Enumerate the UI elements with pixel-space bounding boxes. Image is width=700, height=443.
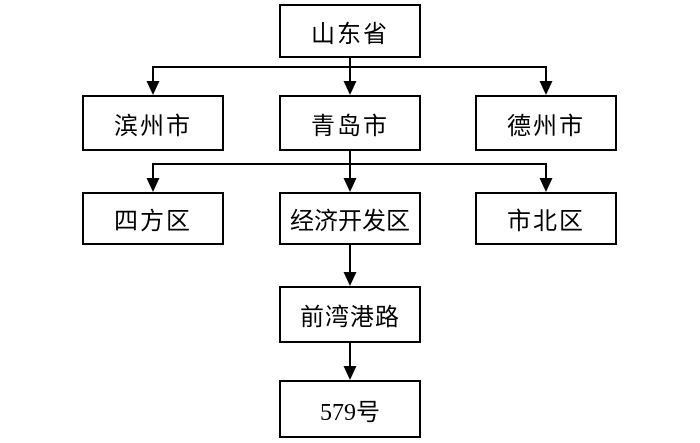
edge-jingji-to-road bbox=[343, 245, 357, 286]
arrowhead-binzhou bbox=[146, 81, 160, 95]
node-district-shibei: 市北区 bbox=[475, 192, 617, 245]
node-district-jingji: 经济开发区 bbox=[279, 192, 421, 245]
edge-province-to-cities bbox=[146, 58, 553, 95]
node-city-dezhou: 德州市 bbox=[475, 95, 617, 151]
edge-qingdao-to-districts bbox=[146, 151, 553, 192]
node-road-qianwan: 前湾港路 bbox=[279, 286, 421, 343]
arrowhead-qingdao bbox=[343, 81, 357, 95]
edge-road-to-number bbox=[343, 343, 357, 380]
arrowhead-jingji bbox=[343, 178, 357, 192]
node-city-qingdao: 青岛市 bbox=[279, 95, 421, 151]
arrowhead-dezhou bbox=[539, 81, 553, 95]
arrowhead-sifang bbox=[146, 178, 160, 192]
node-city-binzhou: 滨州市 bbox=[82, 95, 224, 151]
node-province: 山东省 bbox=[279, 4, 421, 58]
node-house-number: 579号 bbox=[279, 380, 421, 438]
arrowhead-road bbox=[343, 272, 357, 286]
node-district-sifang: 四方区 bbox=[82, 192, 224, 245]
arrowhead-shibei bbox=[539, 178, 553, 192]
arrowhead-number bbox=[343, 366, 357, 380]
